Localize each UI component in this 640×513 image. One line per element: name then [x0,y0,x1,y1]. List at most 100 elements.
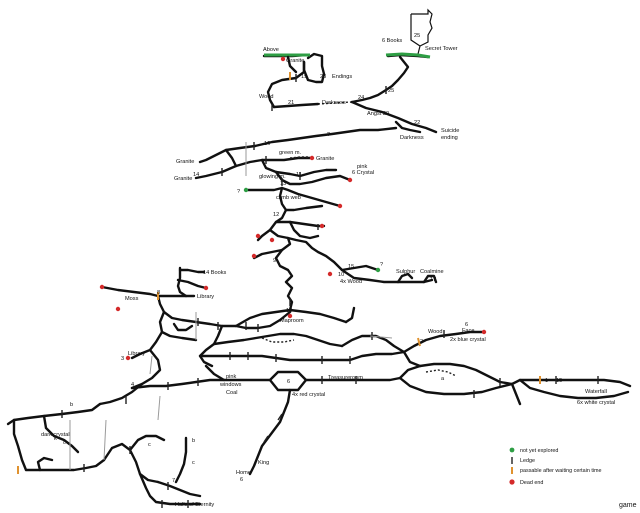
library-loop [158,310,198,342]
waterfall-drop [510,382,522,406]
moss-tunnel [100,285,160,298]
num-15: 15 [348,264,354,270]
num-3: 3 [121,356,124,362]
wood-tunnel [266,60,306,109]
num-10: 10 [338,272,344,278]
num-k: k [54,436,57,442]
king-shaft [248,388,292,476]
num-22: 22 [414,120,420,126]
num-18: 18 [286,308,292,314]
label-granite-right: Granite [316,156,334,162]
crystal-tunnel [274,170,352,186]
dark-crystal-tunnel [42,414,80,454]
upper-middle [194,144,438,312]
num-c2: c [192,460,195,466]
label-treasureroom: Treasureroom [328,375,363,381]
bottom-middle-3 [156,480,202,498]
legend-unexplored-icon [509,447,515,453]
coalmine-branch [422,274,438,284]
num-q1: ? [237,189,240,195]
dead-ends [99,56,487,361]
label-sulphur: Sulphur [396,269,415,275]
central-long [198,350,406,362]
label-maproom: Maproom [280,318,304,324]
label-face: Face [462,328,474,334]
label-six-books: 6 Books [382,38,402,44]
legend-timed: passable after waiting certain time [520,468,602,474]
maproom-dash [261,337,295,343]
label-halls: Halls of Eternity [175,502,214,508]
crystal-upper [298,168,338,178]
bottom-middle-1 [102,442,160,484]
label-fourteen-books: 14 Books [203,270,227,276]
label-ending: ending [441,135,458,141]
waterfall-upper [510,378,632,388]
sulphur-branch [396,272,414,284]
num-21: 21 [288,100,294,106]
num-2: 2 [420,339,423,345]
label-coalmine: Coalmine [420,269,444,275]
legend-dead-end: Dead end [520,480,543,486]
east-lens-lower [398,376,514,396]
dead-end-marker [125,355,131,361]
label-moss: Moss [125,296,139,302]
bottom-shaft [174,436,188,484]
label-blue-crystal: 2x blue crystal [450,337,486,343]
bottom-left-loop [12,418,106,472]
four-wood-branch [340,264,380,272]
mid-tunnel-4 [252,228,292,260]
dead-end-marker [319,223,325,229]
unexplored-marker [375,267,381,273]
num-a: a [441,376,445,382]
wood-face-tunnel [402,330,486,354]
label-four-wood: 4x Wood [340,279,362,285]
label-waterfall: Waterfall [585,389,607,395]
upper-long-tunnel [253,126,398,148]
legend-dead-end-icon [509,479,515,485]
dead-end-marker [287,313,293,319]
num-16: 16 [264,141,270,147]
label-coal: Coal [226,390,238,396]
mid-tunnel-1 [274,208,326,228]
label-darkness-top: Darkness [322,100,346,106]
num-12: 12 [273,212,279,218]
web-tunnel [244,186,342,208]
windows-tunnel [204,364,272,382]
green-m-tunnel [234,156,312,168]
bottom-left-region [6,402,202,506]
label-wood-top: Wood [259,94,274,100]
east-connector [402,350,422,368]
num-c3: c [148,442,151,448]
label-face-num: 6 [465,322,468,328]
num-9: 9 [273,258,276,264]
num-6: 6 [287,379,290,385]
label-pink: pink [357,164,367,170]
library-region [98,266,292,406]
label-granite-left: Granite [176,159,194,165]
label-home: Home [236,470,251,476]
halls-tunnel [138,472,202,506]
dead-end-marker [280,56,286,62]
num-11: 11 [296,172,302,178]
label-king: King [258,460,269,466]
maproom-north [234,308,348,328]
num-25b: 25 [388,88,394,94]
unexplored-marker [243,187,249,193]
label-angst: Angst 20 [367,111,389,117]
label-granite-top: Granite [286,58,304,64]
label-granite-left2: Granite [174,176,192,182]
east-lens-upper [398,362,514,386]
label-windows: windows [219,382,242,388]
bottom-left-inner [36,456,54,472]
label-endings: Endings [332,74,352,80]
waterfall-lower [518,378,630,400]
label-red-crystal: 4x red crystal [292,392,325,398]
label-dark-crystal: dark crystal [41,432,70,438]
dead-end-marker [327,271,333,277]
label-climb-web: climb web [276,195,301,201]
suicide-tunnel [350,100,438,134]
tower-unexplored [385,52,431,59]
maproom-west [198,324,224,368]
label-library-left: Library [128,351,145,357]
num-19: 19 [301,74,307,80]
